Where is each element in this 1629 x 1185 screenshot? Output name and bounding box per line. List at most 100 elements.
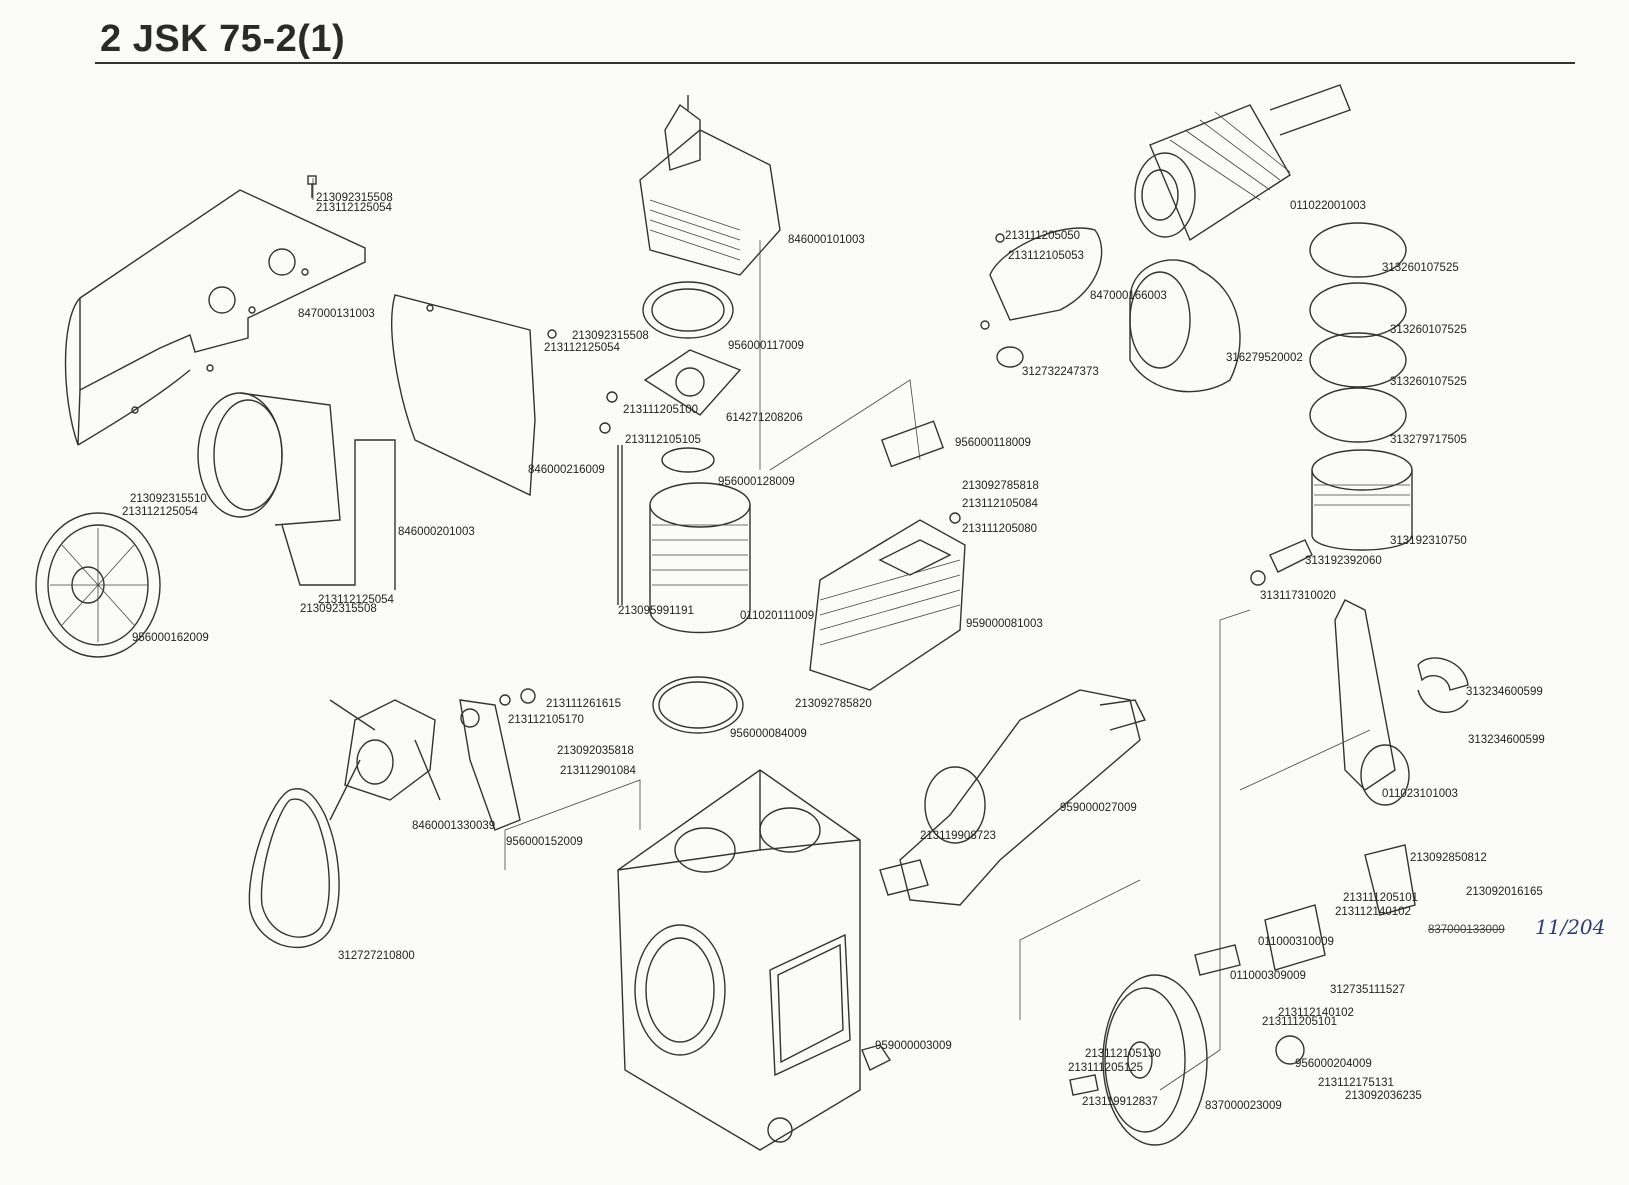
part-number-label: 312732247373 [1022,366,1099,378]
part-number-label: 213111205101 [1262,1016,1338,1028]
fan-duct-part [197,392,396,590]
piston-ring-part [1309,222,1407,443]
crankcase-part [617,769,861,1151]
part-number-label: 313260107525 [1390,324,1467,336]
part-number-label: 011020111009 [740,610,815,622]
part-number-label: 313234600599 [1466,686,1543,698]
part-number-label: 213111205080 [962,523,1038,535]
part-number-label: 213092785820 [795,698,872,710]
part-number-label: 213112140102 [1335,906,1411,918]
part-number-label: 313260107525 [1382,262,1459,274]
air-filter-part [1129,259,1241,393]
part-number-label: 213112105053 [1008,250,1084,262]
part-number-label: 313234600599 [1468,734,1545,746]
cooling-fan-part [329,699,441,821]
part-number-label: 959000003009 [875,1040,952,1052]
part-number-label: 313260107525 [1390,376,1467,388]
part-number-label: 011023101003 [1382,788,1458,800]
bolt-part [307,175,317,198]
part-number-label: 956000128009 [718,476,795,488]
part-number-label: 213111205100 [623,404,699,416]
part-number-label-struck: 837000133009 [1428,924,1505,936]
part-number-label: 313192310750 [1390,535,1467,547]
part-number-label: 213092315508 [572,330,649,342]
part-number-label: 313117310020 [1260,590,1336,602]
head-gasket-part [642,281,734,339]
part-number-label: 313279717505 [1390,434,1467,446]
part-number-label: 847000131003 [298,308,375,320]
part-number-label: 846000101003 [788,234,865,246]
part-number-label: 213111205125 [1068,1062,1144,1074]
valve-plate-part [643,349,742,416]
part-number-label: 312735111527 [1330,984,1406,996]
part-number-label: 213092036235 [1345,1090,1422,1102]
part-number-label: 213092785818 [962,480,1039,492]
pressure-switch-bracket-part [1069,844,1416,1096]
part-number-label: 213112125054 [316,202,392,214]
part-number-label: 011000309009 [1230,970,1306,982]
part-number-label: 213112125054 [318,594,394,606]
intake-elbow-part [989,227,1103,368]
part-number-label: 213111205050 [1005,230,1081,242]
part-number-label: 011000310009 [1258,936,1334,948]
motor-pulley-part [1102,974,1208,1146]
part-number-label: 213112125054 [544,342,620,354]
part-number-label: 213119912837 [1082,1096,1158,1108]
part-number-label: 312727210800 [338,950,415,962]
part-number-label: 313192392060 [1305,555,1382,567]
part-number-label: 213112105105 [625,434,701,446]
connecting-rod-part [1334,599,1410,806]
part-number-label: 959000027009 [1060,802,1137,814]
part-number-label: 956000162009 [132,632,209,644]
title-underline [95,62,1575,64]
handwritten-note: 11/204 [1535,915,1606,939]
part-number-label: 213092035818 [557,745,634,757]
part-number-label: 956000118009 [955,437,1031,449]
part-number-label: 8460001330039 [412,820,496,832]
tensioner-arm-part [459,688,536,831]
part-number-label: 213095991191 [618,605,694,617]
o-ring-part [661,447,715,473]
part-number-label: 847000166003 [1090,290,1167,302]
part-number-label: 213092315508 [300,603,377,615]
part-number-label: 213111205101 [1343,892,1419,904]
part-number-label: 011022001003 [1290,200,1366,212]
part-number-label: 213111261615 [546,698,622,710]
part-number-label: 846000216009 [528,464,605,476]
side-shroud-part [391,294,536,497]
piston-part [1311,449,1413,551]
v-belt-part [248,788,340,949]
cylinder-block-part [809,519,966,691]
part-number-label: 959000081003 [966,618,1043,630]
part-number-label: 213112175131 [1318,1077,1394,1089]
part-number-label: 956000204009 [1295,1058,1372,1070]
part-number-label: 213092016165 [1466,886,1543,898]
part-number-label: 213092315508 [316,192,393,204]
part-number-label: 956000084009 [730,728,807,740]
part-number-label: 846000201003 [398,526,475,538]
part-number-label: 213112105130 [1085,1048,1161,1060]
part-number-label: 213112125054 [122,506,198,518]
part-number-label: 213112105170 [508,714,584,726]
part-number-label: 213119908723 [920,830,996,842]
base-gasket-part [652,676,744,734]
fan-cover-part [64,178,366,446]
part-number-label: 956000117009 [728,340,804,352]
flywheel-pulley-part [35,512,161,658]
bearing-shell-part [1417,657,1469,713]
rotor-part [1134,84,1351,242]
stud-part [617,445,623,605]
part-number-label: 956000152009 [506,836,583,848]
part-number-label: 213112901084 [560,765,636,777]
part-number-label: 213112140102 [1278,1007,1354,1019]
piston-pin-part [1250,539,1313,586]
part-number-label: 213092850812 [1410,852,1487,864]
part-number-label: 837000023009 [1205,1100,1282,1112]
part-number-label: 614271208206 [726,412,803,424]
part-number-label: 213112105084 [962,498,1038,510]
crankshaft-part [879,689,1147,906]
cylinder-part [649,482,751,634]
washer-part [547,233,1005,524]
